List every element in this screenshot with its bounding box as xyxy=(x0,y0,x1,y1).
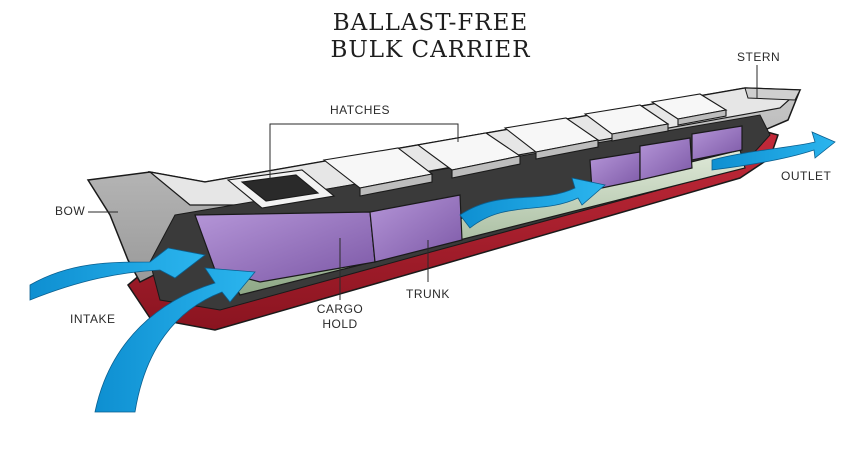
leader-lines xyxy=(88,65,758,300)
diagram-title-line1: BALLAST-FREE xyxy=(332,10,529,36)
cargo-hold-1 xyxy=(194,211,376,283)
hatch-open-well xyxy=(240,174,320,202)
cargo-hold-label-line2: HOLD xyxy=(322,317,358,331)
hatch-3-side xyxy=(451,155,521,179)
diagram-title-line2: BULK CARRIER xyxy=(330,37,531,63)
stern-bulwark xyxy=(744,87,801,101)
trunk-flow-arrow xyxy=(459,177,606,229)
hatch-2-side xyxy=(359,173,433,197)
intake-arrow-upper xyxy=(29,247,206,301)
outlet-arrow xyxy=(711,131,836,171)
cargo-hold-label-line1: CARGO xyxy=(316,302,364,316)
hatches-label: HATCHES xyxy=(330,103,390,117)
intake-label: INTAKE xyxy=(70,312,116,326)
cargo-hold-label: CARGO HOLD xyxy=(314,302,366,332)
outlet-label: OUTLET xyxy=(781,169,832,183)
hatch-6-side xyxy=(677,109,727,126)
stern-label: STERN xyxy=(737,50,781,64)
hatch-4-side xyxy=(535,139,599,160)
cargo-hold-5 xyxy=(691,125,743,161)
hatch-covers xyxy=(226,93,728,209)
water-flow xyxy=(29,131,836,413)
cargo-hold-4 xyxy=(639,137,693,181)
intake-arrow-lower xyxy=(94,267,256,413)
hatch-5-side xyxy=(611,123,669,142)
hatches-leader xyxy=(269,123,459,183)
bow-label: BOW xyxy=(55,204,86,218)
cargo-hold-2 xyxy=(369,194,463,263)
trunk-label: TRUNK xyxy=(406,287,450,301)
